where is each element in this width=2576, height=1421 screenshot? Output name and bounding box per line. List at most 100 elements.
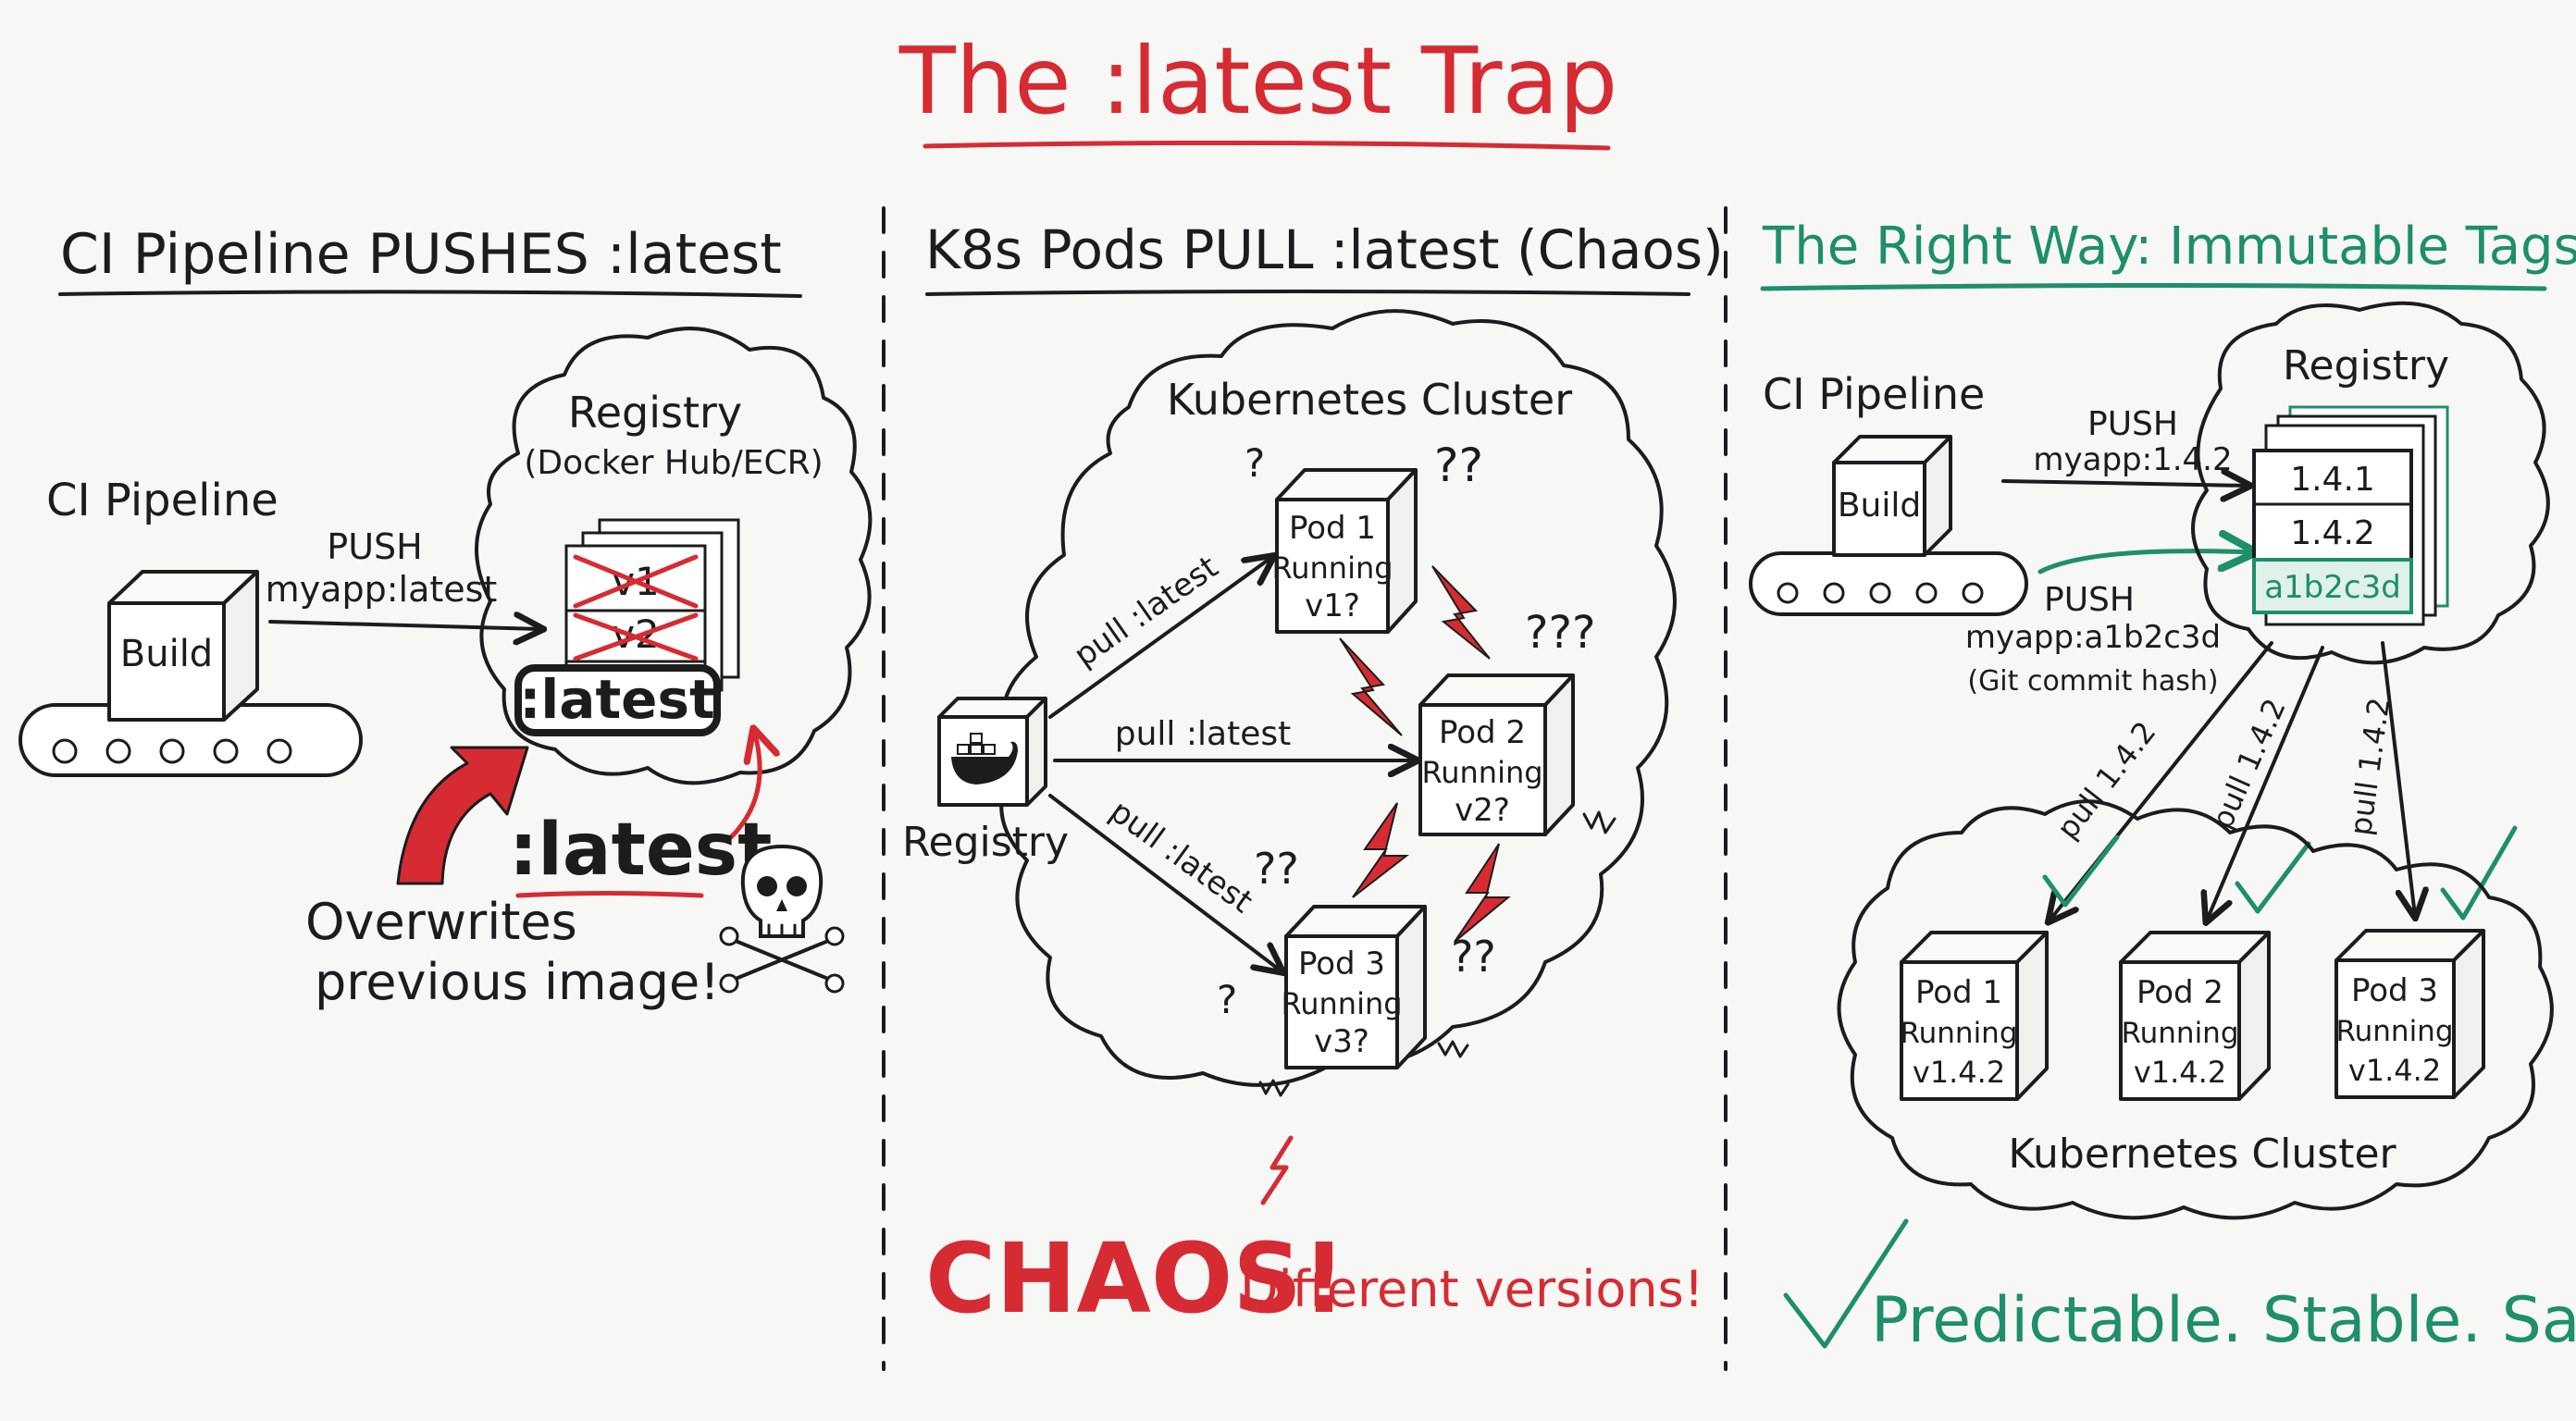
lightning-icon-4 <box>1454 843 1511 943</box>
pod-3-status: Running <box>1281 986 1402 1021</box>
push2-tag: myapp:a1b2c3d <box>1965 619 2221 656</box>
panel1-heading-underline <box>58 290 802 298</box>
chaos-lightning-icon <box>1260 1135 1294 1205</box>
docker-whale-icon <box>951 733 1018 785</box>
panel3-heading: The Right Way: Immutable Tags <box>1762 216 2576 277</box>
pod-1-p3-version: v1.4.2 <box>1913 1055 2005 1090</box>
conveyor-belt-icon-p3 <box>1749 551 2028 616</box>
pod-3: Pod 3 Running v3? <box>1281 905 1427 1069</box>
pod-2-p3-version: v1.4.2 <box>2134 1055 2226 1090</box>
push-arrow <box>268 622 541 629</box>
check-icon-3 <box>2440 825 2518 921</box>
pod-2-status: Running <box>1421 755 1542 790</box>
ci-pipeline-label: CI Pipeline <box>46 475 279 526</box>
pod-2: Pod 2 Running v2? <box>1418 673 1575 836</box>
cluster-label: Kubernetes Cluster <box>1167 375 1572 425</box>
latest-big-label: :latest <box>509 809 772 892</box>
question-mark-2: ?? <box>1434 439 1483 492</box>
chaos-label: CHAOS! <box>925 1222 1346 1335</box>
push2-arrow <box>2037 551 2253 575</box>
cluster-label-p3: Kubernetes Cluster <box>2008 1131 2396 1178</box>
tag-2: 1.4.2 <box>2290 514 2375 552</box>
pod-1-p3: Pod 1 Running v1.4.2 <box>1900 931 2049 1101</box>
pull-label-2: pull :latest <box>1115 715 1291 753</box>
footer-check-icon <box>1783 1218 1909 1349</box>
pod-1: Pod 1 Running v1? <box>1271 468 1418 634</box>
pull-label-3: pull :latest <box>1103 793 1259 921</box>
check-icon-2 <box>2235 841 2311 914</box>
pod-2-name: Pod 2 <box>1439 714 1526 751</box>
latest-tag-text: :latest <box>519 668 715 731</box>
question-mark-4: ?? <box>1254 844 1299 894</box>
v1-cross-mark <box>573 554 699 609</box>
registry-box <box>937 697 1047 807</box>
pull-label-p3-2: pull 1.4.2 <box>2204 693 2293 834</box>
panel3-heading-underline <box>1760 283 2547 291</box>
panel-k8s-pull-latest: K8s Pods PULL :latest (Chaos) Kubernetes… <box>902 218 1724 1335</box>
panel-ci-pushes-latest: CI Pipeline PUSHES :latest CI Pipeline B… <box>19 222 873 1011</box>
ci-pipeline-label-p3: CI Pipeline <box>1763 369 1985 419</box>
push1-label: PUSH <box>2087 405 2178 443</box>
push1-arrow <box>2001 481 2248 486</box>
pod-1-p3-name: Pod 1 <box>1915 974 2002 1011</box>
push1-tag: myapp:1.4.2 <box>2033 441 2232 478</box>
panel2-heading-underline <box>925 290 1690 296</box>
pod-3-name: Pod 3 <box>1298 945 1385 982</box>
registry-cloud <box>475 327 873 785</box>
pod-3-p3-version: v1.4.2 <box>2348 1053 2441 1088</box>
lightning-icon-1 <box>1431 565 1491 660</box>
pull-arrow-pod3-p3 <box>2381 641 2415 916</box>
registry-label-p3: Registry <box>2283 342 2449 389</box>
panel-right-way: The Right Way: Immutable Tags CI Pipelin… <box>1749 216 2576 1357</box>
panel2-heading: K8s Pods PULL :latest (Chaos) <box>925 218 1724 281</box>
registry-label-p2: Registry <box>902 819 1069 866</box>
build-label-p3: Build <box>1838 487 1921 525</box>
question-mark-6: ?? <box>1451 932 1496 982</box>
scribble-mark-2 <box>1437 1040 1469 1058</box>
overwrite-curve-arrow <box>728 731 760 840</box>
tag-3: a1b2c3d <box>2264 569 2401 606</box>
pull-label-p3-3: pull 1.4.2 <box>2343 696 2397 838</box>
pod-3-version: v3? <box>1314 1023 1369 1060</box>
pod-1-status: Running <box>1271 550 1393 586</box>
chaos-sub: Different versions! <box>1240 1260 1703 1318</box>
registry-sub: (Docker Hub/ECR) <box>524 444 823 482</box>
question-mark-5: ? <box>1217 977 1237 1022</box>
pod-2-p3-status: Running <box>2121 1017 2238 1050</box>
latest-big-underline <box>515 891 704 898</box>
scribble-mark-1 <box>1582 810 1616 834</box>
pod-1-version: v1? <box>1305 587 1360 624</box>
page-title: The :latest Trap <box>898 27 1618 135</box>
conveyor-belt-icon <box>19 703 363 777</box>
skull-crossbones-icon <box>719 844 845 994</box>
pull-arrow-pod2-p3 <box>2207 646 2324 921</box>
registry-label: Registry <box>568 388 742 438</box>
pod-2-p3-name: Pod 2 <box>2136 974 2223 1011</box>
push-label: PUSH <box>327 526 422 567</box>
push-tag: myapp:latest <box>266 569 498 610</box>
pod-3-p3-status: Running <box>2335 1015 2453 1048</box>
question-mark-1: ? <box>1245 440 1265 486</box>
pull-arrow-pod1 <box>1048 557 1272 719</box>
question-mark-3: ??? <box>1525 607 1595 659</box>
build-box <box>107 570 259 722</box>
build-box-p3 <box>1832 435 1952 557</box>
pull-arrow-pod3 <box>1048 794 1282 971</box>
check-icon-1 <box>2042 834 2120 908</box>
scribble-mark-3 <box>1258 1079 1290 1097</box>
v2-cross-mark <box>573 612 699 661</box>
image-stack <box>564 518 740 705</box>
lightning-icon-3 <box>1352 802 1409 898</box>
cluster-cloud-p3 <box>1837 799 2554 1220</box>
push2-note: (Git commit hash) <box>1967 665 2218 698</box>
pod-1-p3-status: Running <box>1900 1017 2017 1050</box>
build-label: Build <box>120 633 213 675</box>
pod-2-version: v2? <box>1455 792 1510 829</box>
big-red-arrow-icon <box>396 746 529 885</box>
warning-line-2: previous image! <box>315 953 720 1011</box>
warning-line-1: Overwrites <box>305 893 577 951</box>
push2-label: PUSH <box>2044 581 2135 619</box>
footer-text: Predictable. Stable. Safe. <box>1871 1284 2576 1357</box>
title-underline <box>923 140 1611 151</box>
